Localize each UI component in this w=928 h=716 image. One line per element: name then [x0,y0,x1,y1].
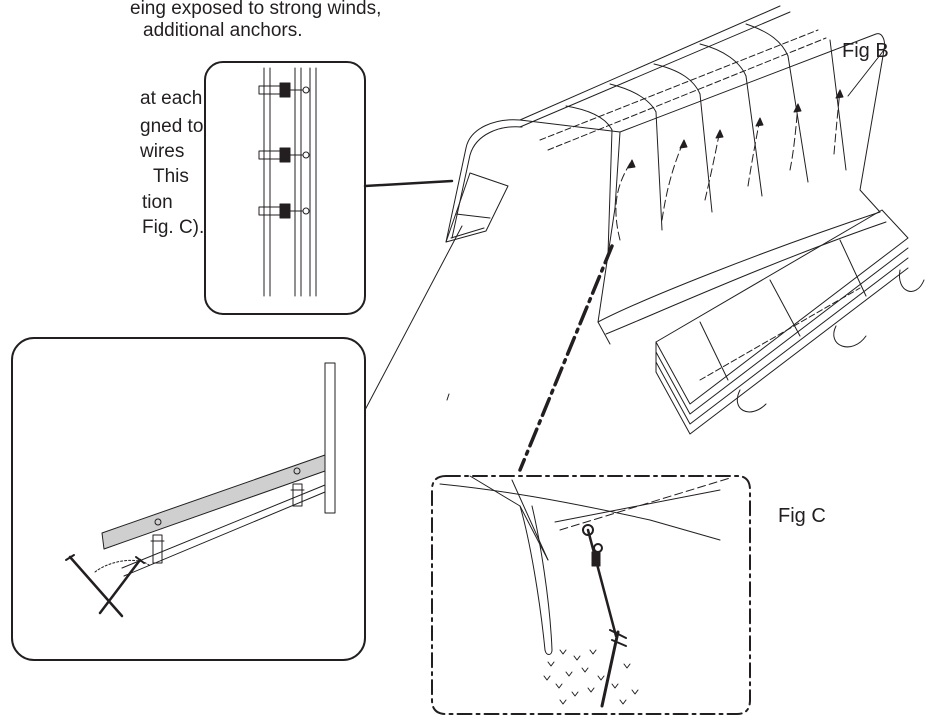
fig-b-label: Fig B [842,40,889,62]
clip-2 [258,147,310,163]
callout-base-detail [11,225,463,661]
callout-rail-detail [204,61,454,315]
folded-tarp-stack [655,209,925,435]
instruction-fragment-2: gned to [140,116,204,137]
clip-1 [258,82,310,98]
instruction-line-2: additional anchors. [143,20,303,41]
instruction-fragment-3: wires [140,141,185,162]
instruction-fragment-4: This [153,166,189,187]
instruction-fragment-6: Fig. C). [142,217,205,238]
callout-fig-c [431,475,751,715]
shelter-fig-b [445,5,887,345]
leader-to-fig-c [518,244,614,472]
fig-c-label: Fig C [778,505,826,527]
instruction-fragment-1: at each [140,88,203,109]
instruction-fragment-5: tion [142,192,173,213]
clip-3 [258,203,310,219]
leader-tick [446,393,450,401]
instruction-line-1: eing exposed to strong winds, [130,0,382,19]
